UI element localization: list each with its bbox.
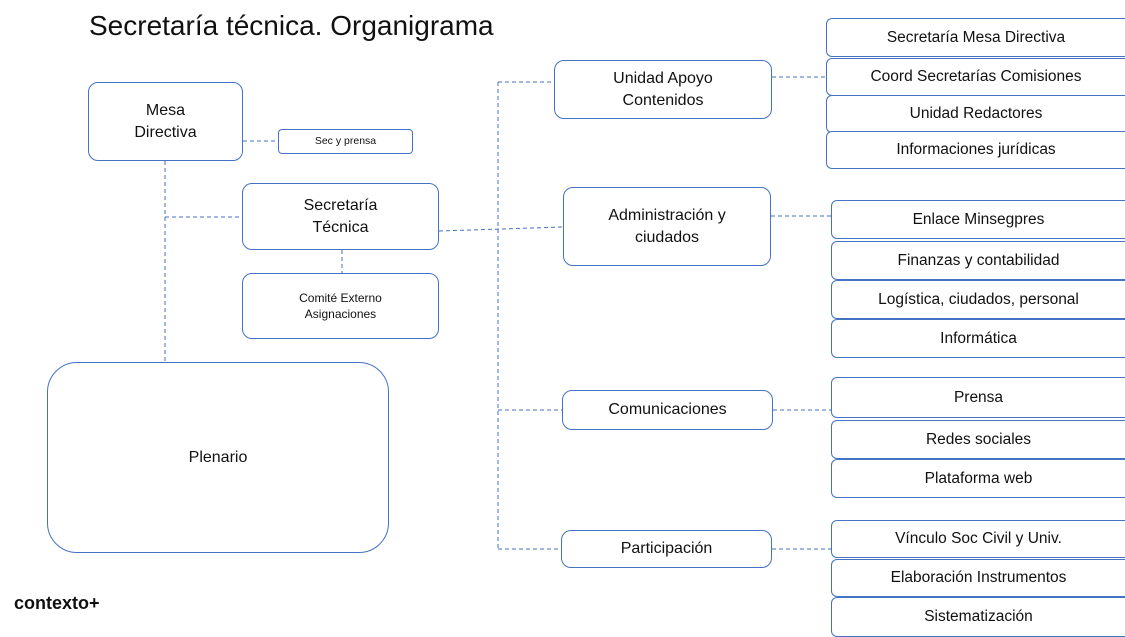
sub-node-label: Coord Secretarías Comisiones xyxy=(870,68,1082,85)
node-mesa-directiva-label: Mesa Directiva xyxy=(134,101,197,141)
sub-node: Sistematización xyxy=(831,597,1125,637)
node-sec-prensa-label: Sec y prensa xyxy=(314,135,377,148)
sub-node: Secretaría Mesa Directiva xyxy=(826,18,1125,57)
page-title: Secretaría técnica. Organigrama xyxy=(89,10,494,41)
node-administracion-label: Administración y ciudados xyxy=(608,206,726,246)
node-plenario-label: Plenario xyxy=(188,448,248,466)
sub-node-label: Sistematización xyxy=(924,608,1033,625)
sub-node-label: Redes sociales xyxy=(925,430,1032,448)
sub-node-label: Finanzas y contabilidad xyxy=(897,251,1060,269)
sub-node: Finanzas y contabilidad xyxy=(831,241,1125,280)
sub-node: Prensa xyxy=(831,377,1125,418)
sub-node-label: Informática xyxy=(940,329,1017,347)
node-participacion-label: Participación xyxy=(620,540,713,558)
node-participacion: Participación xyxy=(561,530,772,568)
node-comunicaciones: Comunicaciones xyxy=(562,390,773,430)
node-plenario: Plenario xyxy=(47,362,389,553)
sub-node: Vínculo Soc Civil y Univ. xyxy=(831,520,1125,558)
node-comite-externo: Comité Externo Asignaciones xyxy=(242,273,439,339)
sub-node: Plataforma web xyxy=(831,459,1125,498)
sub-node: Enlace Minsegpres xyxy=(831,200,1125,239)
sub-node-label: Secretaría Mesa Directiva xyxy=(886,28,1066,46)
node-administracion: Administración y ciudados xyxy=(563,187,771,266)
sub-node: Unidad Redactores xyxy=(826,95,1125,133)
node-sec-prensa: Sec y prensa xyxy=(278,129,413,154)
sub-node-label: Prensa xyxy=(953,388,1004,406)
node-unidad-apoyo: Unidad Apoyo Contenidos xyxy=(554,60,772,119)
node-unidad-apoyo-label: Unidad Apoyo Contenidos xyxy=(613,69,713,109)
sub-node: Informática xyxy=(831,319,1125,358)
sub-node-label: Elaboración Instrumentos xyxy=(890,569,1067,586)
node-comunicaciones-label: Comunicaciones xyxy=(608,401,727,419)
node-mesa-directiva: Mesa Directiva xyxy=(88,82,243,161)
sub-node: Redes sociales xyxy=(831,420,1125,459)
contexto-logo: contexto+ xyxy=(14,593,100,613)
sub-node-label: Unidad Redactores xyxy=(909,105,1043,122)
sub-node-label: Vínculo Soc Civil y Univ. xyxy=(895,530,1062,547)
sub-node-label: Logística, ciudados, personal xyxy=(878,290,1079,308)
node-secretaria-tecnica-label: Secretaría Técnica xyxy=(303,196,378,236)
sub-node-label: Enlace Minsegpres xyxy=(912,210,1045,228)
sub-node-label: Informaciones jurídicas xyxy=(896,141,1056,158)
sub-node: Coord Secretarías Comisiones xyxy=(826,58,1125,96)
sub-node: Informaciones jurídicas xyxy=(826,131,1125,169)
connector-secretaria-trunk xyxy=(438,226,564,232)
sub-node: Logística, ciudados, personal xyxy=(831,280,1125,319)
sub-node: Elaboración Instrumentos xyxy=(831,559,1125,597)
sub-node-label: Plataforma web xyxy=(924,469,1033,487)
node-comite-externo-label: Comité Externo Asignaciones xyxy=(299,290,382,321)
node-secretaria-tecnica: Secretaría Técnica xyxy=(242,183,439,250)
